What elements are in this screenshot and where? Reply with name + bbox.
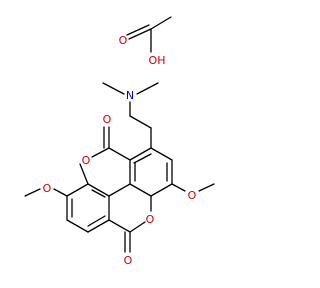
bond-ch2-ch2 bbox=[129, 115, 152, 129]
ring-oxygen-bottom: O bbox=[146, 213, 155, 226]
bond-biaryl bbox=[108, 183, 131, 197]
bond-ch3-c bbox=[150, 16, 172, 30]
carbonyl-oxygen-bottom: O bbox=[124, 254, 133, 267]
bond-lactone-top-o-ring bbox=[79, 163, 89, 185]
bond-ring-l5-inner bbox=[87, 215, 106, 227]
bond-n-me-right bbox=[136, 82, 159, 95]
methoxy-oxygen-right: O bbox=[188, 189, 197, 202]
acid-hydroxyl-oxygen: OH bbox=[149, 54, 166, 67]
bond-ring-r6 bbox=[129, 147, 152, 161]
bond-ome-left-o bbox=[53, 188, 68, 197]
bond-lactone-top-c bbox=[108, 147, 131, 161]
bond-ring-r4 bbox=[129, 183, 152, 197]
bond-c-o-double-b bbox=[126, 24, 150, 36]
bond-lactone-bottom-o bbox=[129, 221, 146, 233]
ring-oxygen-top: O bbox=[82, 154, 91, 167]
acid-carbonyl-oxygen: O bbox=[119, 34, 128, 47]
bond-n-me-left bbox=[102, 82, 125, 95]
bond-ome-left-me bbox=[24, 188, 41, 197]
amine-nitrogen: N bbox=[126, 89, 134, 102]
bond-ring-r3 bbox=[150, 183, 173, 197]
chemical-structure-drawing: O OH N O O O bbox=[24, 16, 215, 267]
structure-canvas: O OH N O O O bbox=[24, 16, 215, 267]
bond-ring-l5 bbox=[87, 219, 110, 233]
bond-ring-r1 bbox=[150, 147, 173, 161]
carbonyl-oxygen-top: O bbox=[103, 113, 112, 126]
bond-c-o-double-a bbox=[128, 28, 152, 40]
acetic-acid: O OH bbox=[119, 16, 172, 67]
bond-ring-r6-inner bbox=[133, 153, 152, 164]
main-molecule: N O O O bbox=[24, 82, 215, 267]
bond-ome-right-me bbox=[198, 183, 215, 192]
bond-ring-l4 bbox=[66, 219, 89, 233]
methoxy-oxygen-left: O bbox=[43, 182, 52, 195]
bond-lactone-top-o bbox=[91, 147, 110, 158]
bond-lactone-bottom-c bbox=[108, 219, 131, 233]
bond-ome-right-o bbox=[171, 183, 186, 192]
bond-ring-l1-inner bbox=[91, 189, 106, 198]
bond-ring-l2 bbox=[66, 183, 89, 197]
bond-ring-l1 bbox=[87, 183, 110, 197]
